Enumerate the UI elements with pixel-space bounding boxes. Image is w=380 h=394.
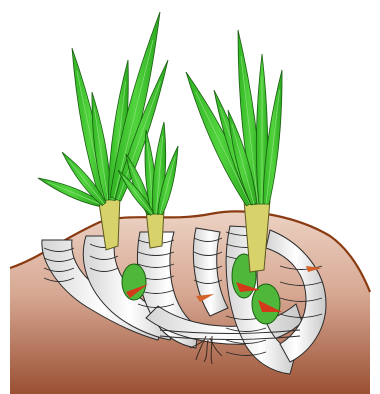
leaves bbox=[38, 12, 282, 215]
leaf bbox=[92, 92, 111, 200]
